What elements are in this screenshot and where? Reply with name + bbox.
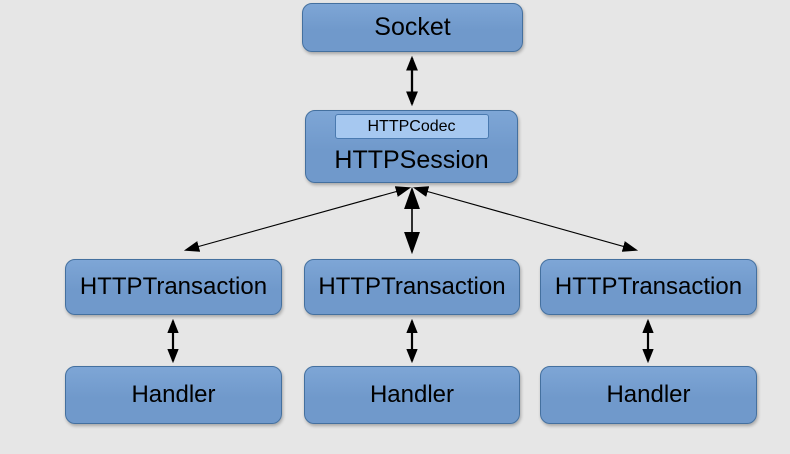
node-httptransaction-2: HTTPTransaction [304, 259, 520, 315]
node-handler-1: Handler [65, 366, 282, 424]
node-httpsession: HTTPCodec HTTPSession [305, 110, 518, 183]
node-handler-2: Handler [304, 366, 520, 424]
node-handler-3: Handler [540, 366, 757, 424]
node-httptransaction-3: HTTPTransaction [540, 259, 757, 315]
node-httptransaction-1: HTTPTransaction [65, 259, 282, 315]
arrow-session-transaction-1 [183, 186, 412, 252]
arrow-session-transaction-3 [412, 186, 639, 252]
node-httpcodec: HTTPCodec [334, 114, 489, 139]
httpsession-label: HTTPSession [334, 146, 489, 174]
node-socket: Socket [302, 3, 523, 52]
